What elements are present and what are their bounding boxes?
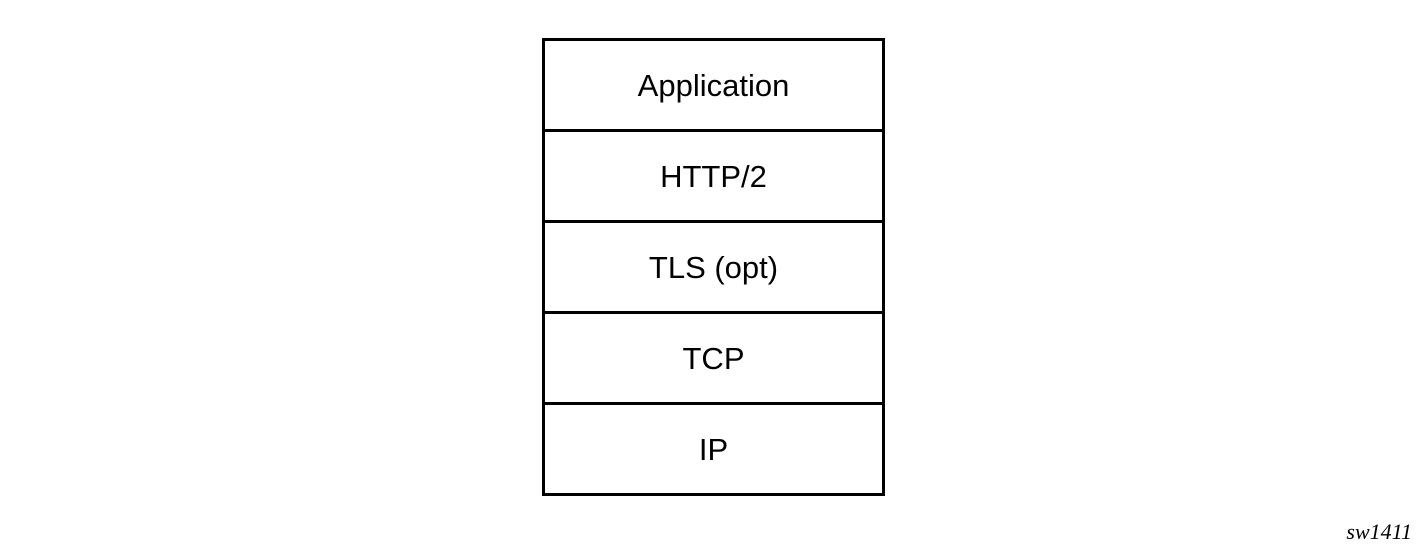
protocol-stack: Application HTTP/2 TLS (opt) TCP IP — [542, 38, 885, 496]
layer-ip: IP — [698, 431, 729, 467]
layer-tcp: TCP — [545, 314, 882, 405]
layer-http2: HTTP/2 — [545, 132, 882, 223]
layer-tls: TLS (opt) — [545, 223, 882, 314]
layer-application: Application — [545, 41, 882, 132]
figure-id: sw1411 — [1346, 519, 1412, 544]
